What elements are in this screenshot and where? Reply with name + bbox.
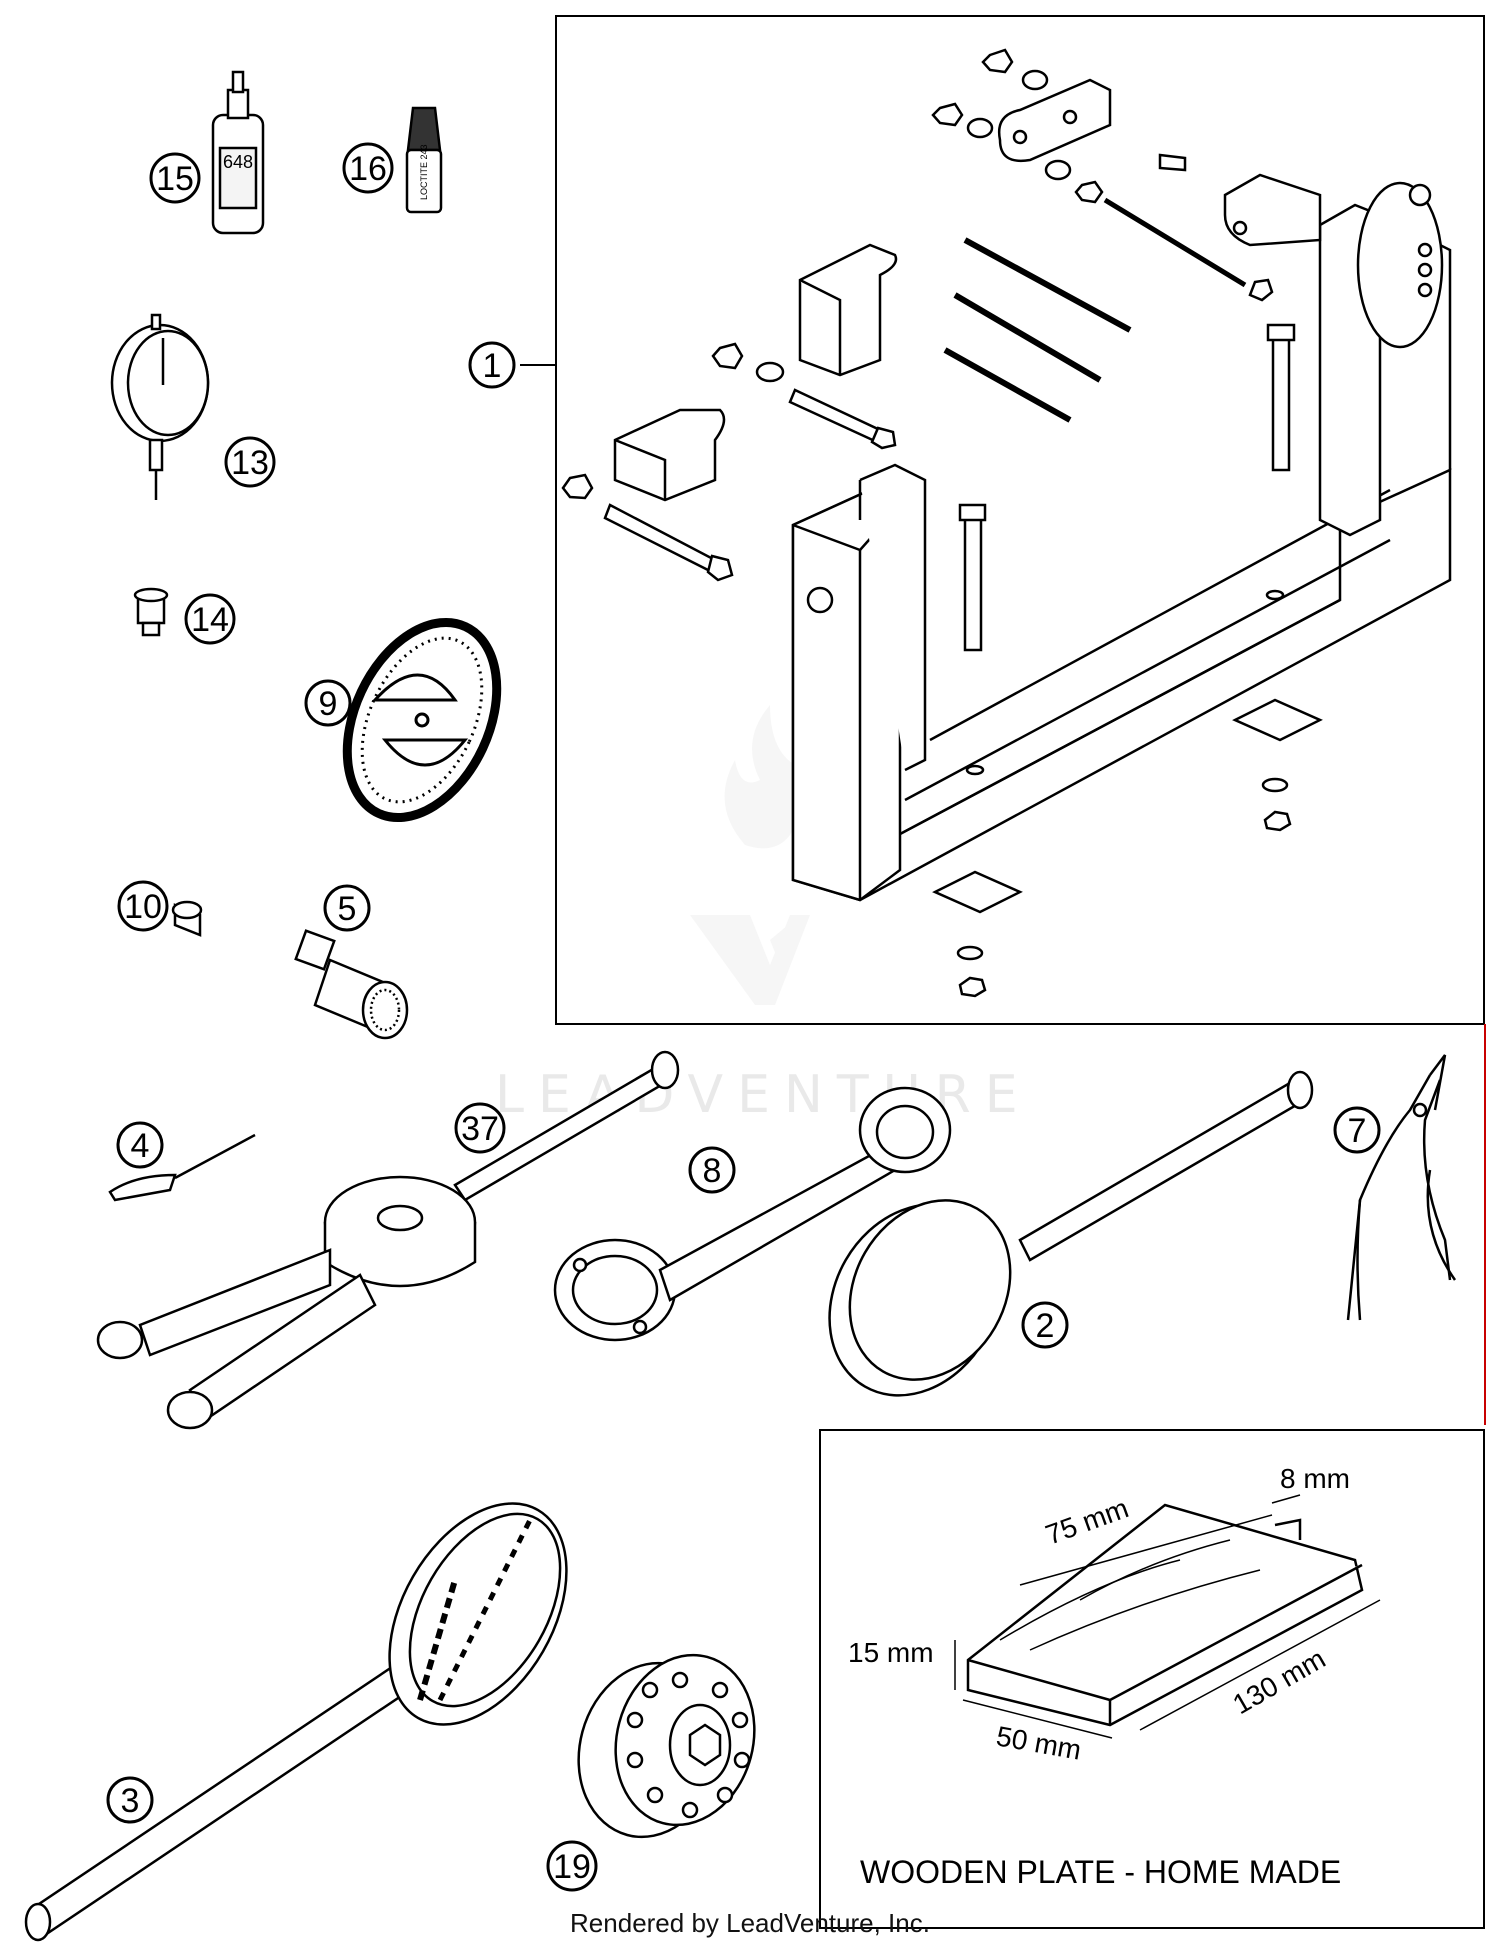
holding-wheel-illustration <box>577 1653 756 1839</box>
callout-10: 10 <box>117 880 169 932</box>
callout-number: 37 <box>461 1110 499 1148</box>
callout-3: 3 <box>106 1776 154 1824</box>
footer-credit: Rendered by LeadVenture, Inc. <box>570 1908 930 1938</box>
adapter-illustration <box>133 587 169 637</box>
callout-number: 8 <box>703 1152 722 1190</box>
dim-slot-label: 8 mm <box>1280 1463 1350 1494</box>
callout-circle <box>1333 1106 1381 1154</box>
degree-wheel-illustration <box>342 617 502 823</box>
callout-number: 10 <box>124 888 162 926</box>
callout-number: 15 <box>156 160 194 198</box>
crank-puller-illustration <box>96 1050 680 1430</box>
watermark-logo <box>690 705 810 1005</box>
flywheel-holder-illustration <box>828 1070 1314 1397</box>
comb-tool-illustration <box>108 1133 256 1202</box>
callout-circle <box>1021 1301 1069 1349</box>
callout-number: 14 <box>191 601 229 639</box>
callout-circle <box>117 880 169 932</box>
callout-1: 1 <box>468 341 516 389</box>
stand-frame <box>555 15 1485 1025</box>
callout-circle <box>323 884 371 932</box>
dial-gauge-illustration <box>110 313 210 500</box>
callout-14: 14 <box>184 593 236 645</box>
callout-number: 2 <box>1036 1307 1055 1345</box>
dim-height-label: 15 mm <box>848 1637 934 1668</box>
callout-2: 2 <box>1021 1301 1069 1349</box>
callout-5: 5 <box>323 884 371 932</box>
engine-stand-illustration <box>561 48 1452 998</box>
callout-circle <box>688 1146 736 1194</box>
holding-wrench-illustration <box>553 1086 952 1342</box>
callout-circle <box>184 593 236 645</box>
bottle-label: 648 <box>223 152 253 172</box>
callout-number: 4 <box>131 1127 150 1165</box>
callout-number: 19 <box>553 1848 591 1886</box>
callout-number: 3 <box>121 1782 140 1820</box>
loctite-tube-illustration <box>405 106 443 214</box>
callout-15: 15 <box>149 152 201 204</box>
callout-9: 9 <box>304 679 352 727</box>
callout-19: 19 <box>546 1840 598 1892</box>
clutch-holder-illustration <box>24 1502 568 1942</box>
callout-circle <box>468 341 516 389</box>
wooden-plate-illustration <box>954 1494 1381 1739</box>
callout-number: 9 <box>319 685 338 723</box>
callout-16: 16 <box>342 142 394 194</box>
callout-circle <box>116 1121 164 1169</box>
callout-4: 4 <box>116 1121 164 1169</box>
callout-number: 7 <box>1348 1112 1367 1150</box>
threadlocker-bottle-illustration <box>211 70 265 235</box>
callout-8: 8 <box>688 1146 736 1194</box>
callout-7: 7 <box>1333 1106 1381 1154</box>
callout-circle <box>342 142 394 194</box>
callout-circle <box>454 1102 506 1154</box>
wooden-plate-title: WOODEN PLATE - HOME MADE <box>860 1854 1341 1890</box>
callout-circle <box>304 679 352 727</box>
callout-number: 16 <box>349 150 387 188</box>
callout-number: 13 <box>231 444 269 482</box>
puller-illustration <box>294 929 409 1040</box>
callout-circle <box>106 1776 154 1824</box>
tube-label: LOCTITE 243 <box>419 144 429 200</box>
callout-number: 1 <box>483 347 502 385</box>
callout-circle <box>224 436 276 488</box>
callout-13: 13 <box>224 436 276 488</box>
callout-circle <box>149 152 201 204</box>
callout-number: 5 <box>338 890 357 928</box>
bushing-illustration <box>171 900 203 937</box>
callout-37: 37 <box>454 1102 506 1154</box>
callout-circle <box>546 1840 598 1892</box>
circlip-pliers-illustration <box>1346 1054 1457 1321</box>
